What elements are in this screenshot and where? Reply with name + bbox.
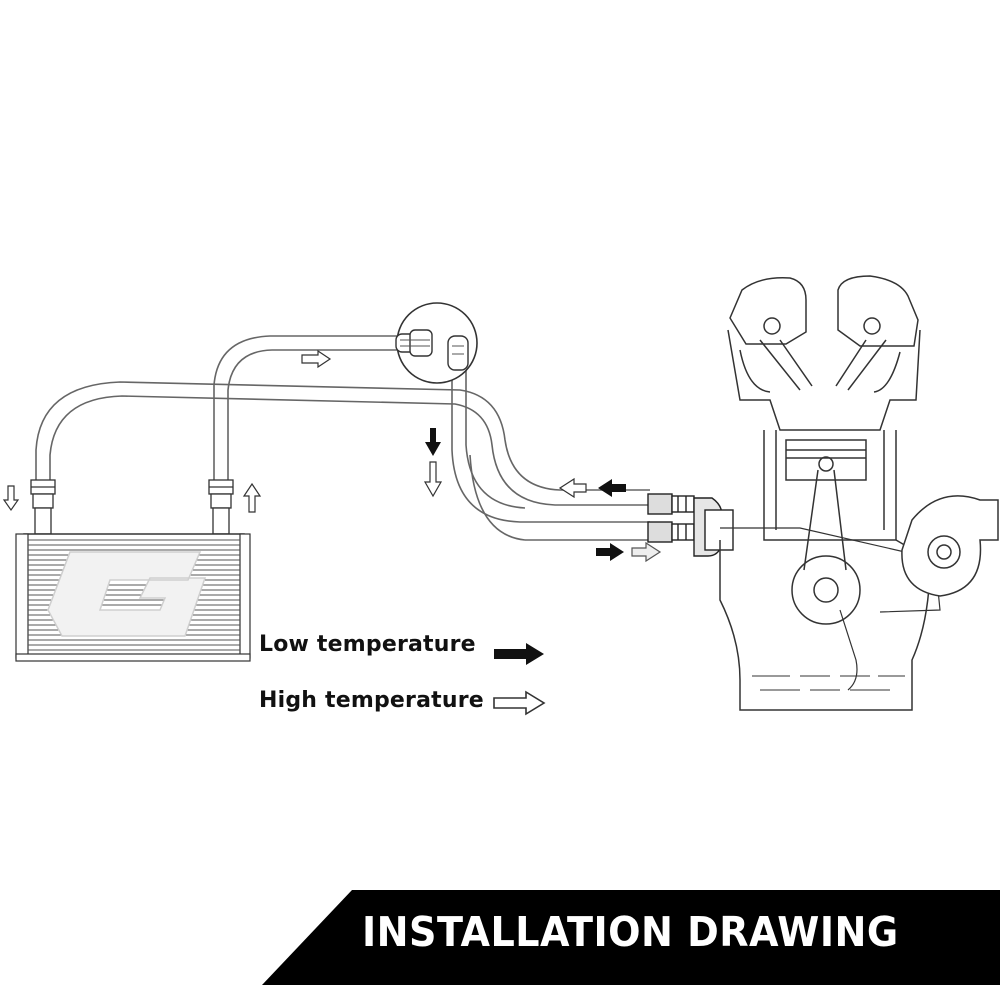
sandwich-adapter (647, 493, 734, 557)
flow-arrow-low-top (598, 479, 626, 497)
legend-high-temperature-label: High temperature (259, 688, 484, 713)
oil-cooler (15, 479, 251, 662)
hose-lower-b (469, 454, 526, 541)
hose-outer-left-a (35, 381, 650, 491)
flow-arrow-high-cooler-in (2, 485, 20, 512)
cooler-fitting-left (30, 479, 56, 535)
cooler-fitting-right (208, 479, 234, 535)
title-banner (262, 890, 1000, 985)
legend-low-temperature-label: Low temperature (259, 632, 476, 657)
hose-thermo-b (465, 370, 526, 509)
legend-solid-arrow-icon (494, 643, 544, 665)
flow-arrow-high-top (301, 349, 332, 369)
flow-arrows (2, 349, 662, 563)
thermostat-inset (395, 302, 478, 384)
flow-arrow-high-down (423, 461, 443, 498)
page-title: INSTALLATION DRAWING (362, 908, 899, 956)
flow-arrow-high-cooler-out (242, 482, 262, 513)
engine-cutaway (719, 275, 941, 711)
oil-lines (35, 335, 650, 541)
hose-thermo-a (451, 370, 650, 523)
turbocharger (901, 495, 999, 597)
flow-arrow-high-return-bottom (631, 541, 662, 563)
brand-logo-g (47, 551, 207, 637)
flow-arrow-low-bottom (596, 543, 624, 561)
hose-inner-a (213, 335, 398, 480)
hose-outer-left-b (49, 395, 650, 506)
legend-hollow-arrow-icon (493, 690, 546, 716)
flow-arrow-high-return-top (558, 477, 587, 499)
flow-arrow-low-down (425, 428, 441, 456)
hose-inner-b (227, 349, 398, 480)
